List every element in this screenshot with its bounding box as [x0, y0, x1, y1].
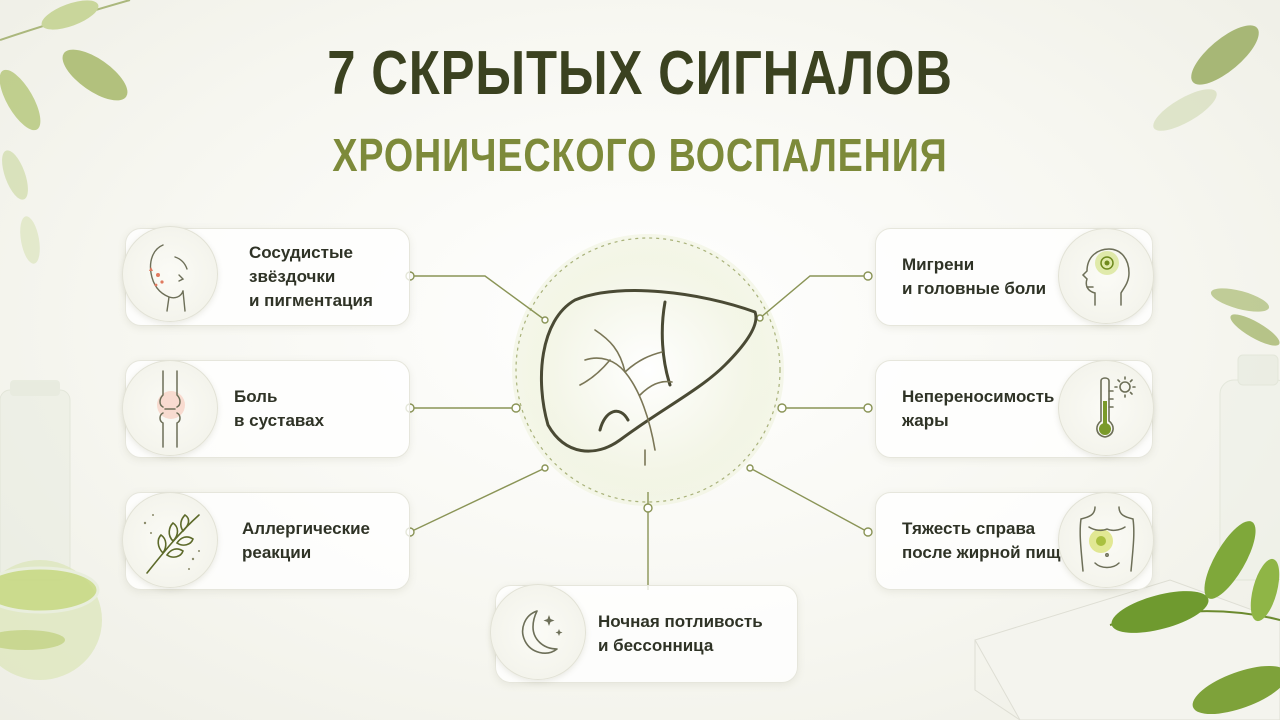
- signal-text-line: реакции: [242, 543, 312, 562]
- page-subtitle: ХРОНИЧЕСКОГО ВОСПАЛЕНИЯ: [332, 129, 948, 181]
- signal-text-line: Аллергические: [242, 519, 370, 538]
- signal-text-line: после жирной пищи: [902, 543, 1071, 562]
- signal-text-line: Непереносимость: [902, 387, 1055, 406]
- signal-text-line: Мигрени: [902, 255, 975, 274]
- center-glow: [512, 234, 784, 506]
- signal-card-allergy: Аллергические реакции: [125, 492, 410, 590]
- face-icon: [122, 226, 218, 322]
- signal-text-line: и головные боли: [902, 279, 1047, 298]
- center-dashed-ring: [515, 237, 781, 503]
- thermometer-icon: [1058, 360, 1154, 456]
- liver-vessels: [579, 329, 673, 466]
- signal-text-line: и пигментация: [249, 291, 373, 310]
- signal-text-line: Боль: [234, 387, 278, 406]
- liver-icon: [539, 289, 758, 453]
- torso-icon: [1058, 492, 1154, 588]
- head-icon: [1058, 228, 1154, 324]
- signal-text-line: Ночная потливость: [598, 612, 763, 631]
- page-title: 7 СКРЫТЫХ СИГНАЛОВ: [327, 39, 953, 108]
- signal-text-line: Тяжесть справа: [902, 519, 1036, 538]
- knee-joint-icon: [122, 360, 218, 456]
- signal-text-line: жары: [902, 411, 949, 430]
- moon-icon: [490, 584, 586, 680]
- signal-text-line: Сосудистые: [249, 243, 353, 262]
- signal-text-line: звёздочки: [249, 267, 336, 286]
- signal-text-line: в суставах: [234, 411, 325, 430]
- leaf-icon: [122, 492, 218, 588]
- signal-text-line: и бессонница: [598, 636, 714, 655]
